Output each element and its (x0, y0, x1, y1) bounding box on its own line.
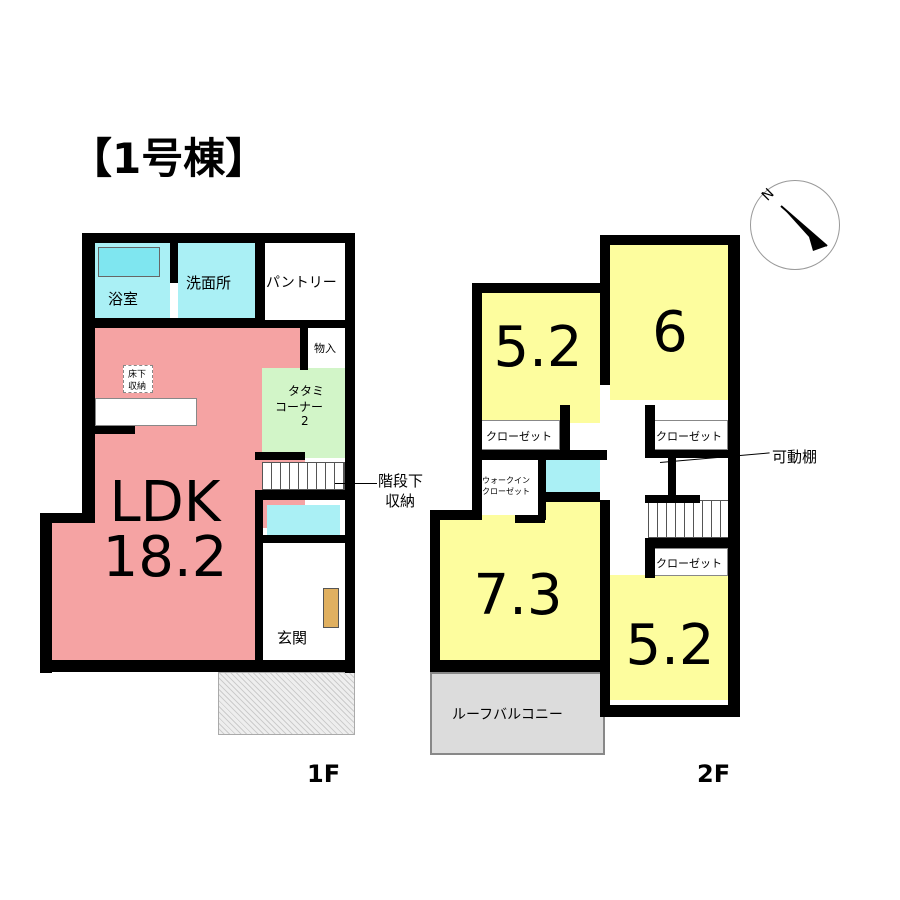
ldk-room-lower (52, 515, 257, 660)
underfloor-label-1: 床下 (128, 370, 147, 380)
porch (218, 672, 355, 735)
closet-3 (650, 548, 728, 576)
toilet-1f (267, 505, 340, 535)
kitchen-counter (95, 398, 197, 426)
underfloor-label-2: 収納 (128, 382, 147, 392)
washroom-label: 洗面所 (186, 274, 232, 292)
toilet-2f (546, 460, 600, 492)
bathtub (98, 247, 160, 277)
room-7-3-ext (540, 500, 600, 520)
room-6-size: 6 (652, 300, 688, 365)
closet-2 (650, 420, 728, 450)
entrance-label: 玄関 (277, 629, 308, 647)
tatami-label-2: コーナー (275, 400, 324, 414)
compass: N (750, 180, 840, 270)
room-6 (610, 245, 728, 400)
roof-balcony-label: ルーフバルコニー (452, 707, 563, 723)
under-stairs-label-1: 階段下 (378, 472, 424, 490)
movable-shelf-label: 可動棚 (772, 448, 818, 466)
room-5-2-lower-size: 5.2 (625, 613, 715, 678)
room-5-2-upper-size: 5.2 (493, 315, 583, 380)
roof-balcony (430, 672, 605, 755)
room-5-2-lower (610, 575, 728, 700)
stairs-2f (648, 500, 730, 538)
floor-1-label: 1F (307, 760, 341, 788)
under-stairs-label-2: 収納 (385, 492, 416, 510)
stairs-1f (262, 462, 345, 490)
ldk-label: LDK (109, 470, 221, 535)
closet-3-label: クローゼット (656, 557, 722, 570)
storage-label: 物入 (314, 342, 336, 355)
tatami-label-1: タタミ (288, 384, 325, 398)
tatami-size: 2 (301, 414, 309, 428)
tatami-corner (262, 368, 347, 458)
shoe-cabinet (323, 588, 339, 628)
underfloor-storage (123, 365, 153, 393)
wic-label-2: クローゼット (482, 487, 530, 496)
closet-1-label: クローゼット (486, 430, 552, 443)
north-arrow-icon (780, 205, 828, 251)
pantry-label: パントリー (266, 275, 337, 291)
room-7-3-size: 7.3 (473, 563, 563, 628)
wic-label-1: ウォークイン (482, 476, 530, 485)
room-5-2-upper (482, 293, 600, 423)
floor-2-label: 2F (697, 760, 731, 788)
building-title: 【1号棟】 (70, 134, 268, 183)
closet-1 (480, 420, 560, 450)
bath-label: 浴室 (108, 290, 139, 308)
washroom (178, 243, 255, 321)
closet-2-label: クローゼット (656, 430, 722, 443)
ldk-size: 18.2 (102, 525, 228, 590)
room-7-3 (440, 515, 600, 660)
